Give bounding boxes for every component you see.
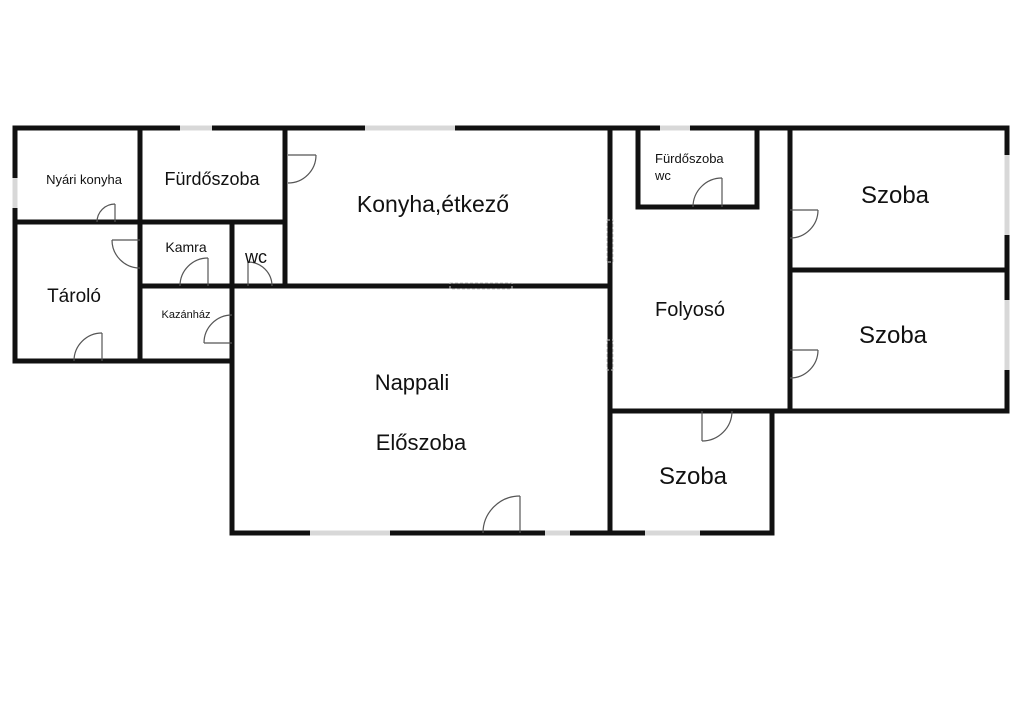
doors bbox=[73, 154, 819, 534]
label-kazanhaz: Kazánház bbox=[162, 309, 211, 321]
door-szoba-2 bbox=[789, 349, 819, 379]
door-taroló-top bbox=[111, 239, 141, 269]
door-wc bbox=[247, 261, 273, 287]
label-nappali: Nappali bbox=[375, 370, 450, 395]
door-szoba-1 bbox=[789, 209, 819, 239]
openings bbox=[449, 219, 614, 371]
door-kazanhaz bbox=[203, 314, 233, 344]
label-taroló: Tároló bbox=[47, 286, 101, 307]
label-furdoszoba: Fürdőszoba bbox=[164, 169, 260, 189]
label-konyha-etkezo: Konyha,étkező bbox=[357, 191, 509, 217]
walls bbox=[12, 125, 1010, 536]
label-folyoso: Folyosó bbox=[655, 299, 725, 321]
door-szoba-3 bbox=[701, 410, 733, 442]
door-furdoszoba-wc bbox=[692, 177, 723, 208]
windows bbox=[12, 125, 1010, 536]
door-furdoszoba bbox=[287, 154, 317, 184]
door-kamra bbox=[179, 257, 209, 287]
label-furdoszoba-wc-1: Fürdőszoba bbox=[655, 151, 724, 166]
label-wc: wc bbox=[244, 247, 267, 267]
label-szoba-2: Szoba bbox=[859, 322, 928, 349]
label-nyari-konyha: Nyári konyha bbox=[46, 172, 123, 187]
label-szoba-1: Szoba bbox=[861, 182, 930, 209]
door-entrance bbox=[482, 495, 521, 534]
label-eloszoba: Előszoba bbox=[376, 430, 467, 455]
label-szoba-3: Szoba bbox=[659, 463, 728, 490]
label-furdoszoba-wc-2: wc bbox=[654, 168, 671, 183]
door-nyari-konyha bbox=[96, 203, 116, 223]
room-labels: Nyári konyha Fürdőszoba Konyha,étkező Fü… bbox=[46, 151, 930, 490]
label-kamra: Kamra bbox=[165, 239, 206, 255]
door-taroló-bottom bbox=[73, 332, 103, 362]
